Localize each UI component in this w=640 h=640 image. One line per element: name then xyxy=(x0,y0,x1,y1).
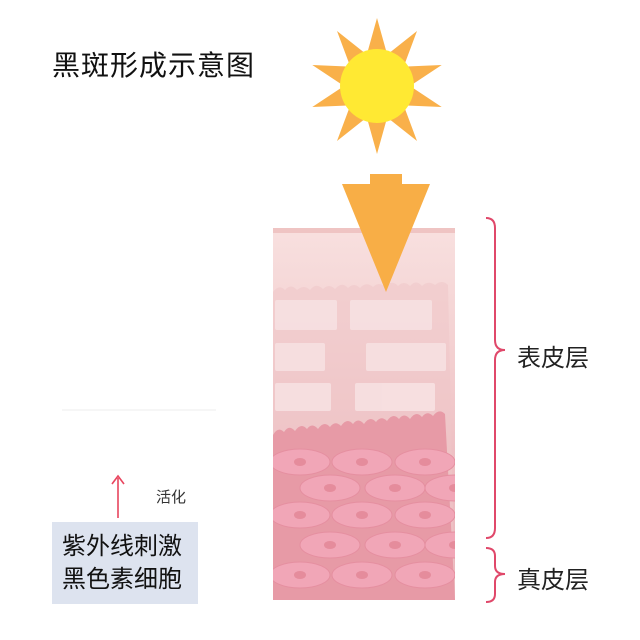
cell-nucleus xyxy=(389,484,401,492)
page-title: 黑斑形成示意图 xyxy=(52,49,256,82)
cell-nucleus xyxy=(324,541,336,549)
cell-nucleus xyxy=(419,458,431,466)
cell-nucleus xyxy=(449,541,455,549)
epidermis-label: 表皮层 xyxy=(517,344,589,372)
cell-nucleus xyxy=(419,511,431,519)
note-line-2: 黑色素细胞 xyxy=(62,565,182,593)
cell-nucleus xyxy=(419,571,431,579)
up-arrow-icon xyxy=(111,474,125,518)
note-line-1: 紫外线刺激 xyxy=(62,532,182,560)
cell-nucleus xyxy=(324,484,336,492)
dermis-label: 真皮层 xyxy=(517,566,589,594)
cell-nucleus xyxy=(294,571,306,579)
cell-nucleus xyxy=(294,511,306,519)
down-arrow-icon xyxy=(342,174,430,292)
epidermis-cells xyxy=(275,300,446,411)
dermis-bracket xyxy=(485,547,506,603)
sun-core xyxy=(340,49,414,123)
cell-nucleus xyxy=(294,458,306,466)
sun-icon xyxy=(312,18,442,154)
dermis-cell xyxy=(424,474,455,502)
cell-nucleus xyxy=(356,511,368,519)
cell-nucleus xyxy=(356,458,368,466)
cell-nucleus xyxy=(449,484,455,492)
dermis-cell xyxy=(424,531,455,559)
skin-block xyxy=(273,228,455,600)
dermis-cells xyxy=(273,448,455,589)
note-box: 紫外线刺激 黑色素细胞 xyxy=(52,522,198,604)
activation-label: 活化 xyxy=(156,488,187,506)
cell-nucleus xyxy=(389,541,401,549)
cell-nucleus xyxy=(356,571,368,579)
epidermis-bracket xyxy=(485,217,506,539)
